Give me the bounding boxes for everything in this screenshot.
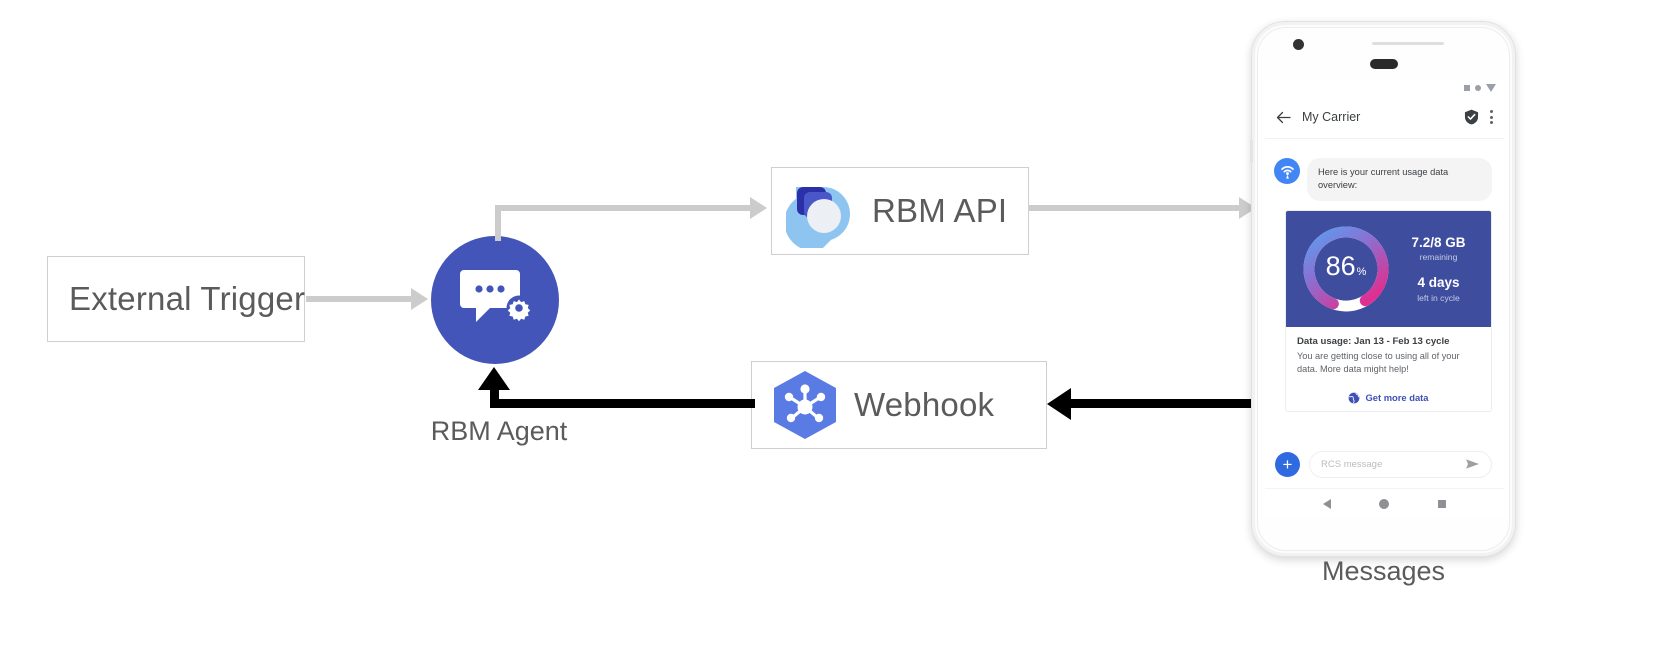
avatar [1274, 158, 1300, 184]
phone-device: My Carrier [1250, 21, 1516, 557]
card-hero: 86 % 7.2/8 GB remaining 4 days left in c… [1286, 210, 1491, 327]
arrow-api-to-phone-line [1029, 205, 1239, 211]
stat-data-secondary: remaining [1419, 252, 1458, 263]
phone-camera-icon [1293, 39, 1304, 50]
arrow-webhook-to-agent-head [478, 367, 510, 390]
node-external-trigger[interactable]: External Trigger [47, 256, 305, 342]
android-navigation-bar [1265, 488, 1504, 518]
webhook-hexagon-icon [774, 371, 836, 439]
conversation-area: Here is your current usage data overview… [1265, 142, 1504, 412]
message-row: Here is your current usage data overview… [1265, 142, 1504, 201]
intro-message-bubble: Here is your current usage data overview… [1307, 158, 1492, 201]
cell-tower-icon [1280, 165, 1294, 179]
header-divider [1265, 138, 1504, 139]
overflow-menu-icon[interactable] [1490, 110, 1493, 124]
arrow-trigger-to-agent-line [306, 296, 411, 302]
card-title: Data usage: Jan 13 - Feb 13 cycle [1297, 335, 1450, 347]
phone-earpiece [1370, 59, 1398, 69]
webhook-label: Webhook [854, 386, 995, 423]
app-header: My Carrier [1265, 96, 1504, 138]
rbm-api-droplet-icon [786, 187, 850, 248]
send-icon[interactable] [1465, 458, 1480, 470]
arrow-trigger-to-agent-head [411, 288, 428, 310]
nav-home-icon[interactable] [1379, 498, 1390, 509]
messages-label: Messages [1321, 556, 1446, 586]
rich-card[interactable]: 86 % 7.2/8 GB remaining 4 days left in c… [1285, 209, 1492, 412]
chat-gear-icon [460, 270, 532, 322]
message-input[interactable]: RCS message [1309, 450, 1492, 478]
gauge-unit: % [1356, 265, 1367, 278]
square-icon [1464, 85, 1470, 91]
stat-days-primary: 4 days [1417, 275, 1460, 291]
arrow-phone-to-webhook-head [1047, 388, 1071, 420]
get-more-data-label: Get more data [1365, 392, 1429, 404]
back-arrow-icon[interactable] [1276, 111, 1291, 124]
message-composer: + RCS message [1265, 440, 1504, 488]
phone-screen: My Carrier [1265, 80, 1504, 518]
card-body: Data usage: Jan 13 - Feb 13 cycle You ar… [1286, 327, 1491, 383]
stat-data-primary: 7.2/8 GB [1411, 235, 1466, 251]
verified-shield-icon [1464, 109, 1479, 125]
gauge-ring [1303, 226, 1389, 312]
gauge-center-value: 86 % [1296, 219, 1396, 319]
app-title: My Carrier [1302, 110, 1361, 124]
card-description: You are getting close to using all of yo… [1297, 350, 1460, 375]
external-trigger-label: External Trigger [69, 280, 306, 317]
arrow-agent-to-api-horizontal [495, 205, 750, 211]
usage-gauge: 86 % [1296, 219, 1396, 319]
stat-days-secondary: left in cycle [1417, 292, 1460, 303]
node-webhook[interactable]: Webhook [751, 361, 1047, 449]
rbm-agent-label: RBM Agent [430, 416, 568, 446]
nav-back-icon[interactable] [1323, 498, 1332, 509]
arrow-agent-to-api-vertical [495, 211, 501, 241]
node-rbm-api[interactable]: RBM API [771, 167, 1029, 255]
phone-speaker-slot [1372, 42, 1444, 45]
add-attachment-button[interactable]: + [1275, 451, 1300, 477]
get-more-data-button[interactable]: Get more data [1286, 383, 1491, 411]
globe-icon [1349, 392, 1360, 404]
gauge-value: 86 [1325, 250, 1356, 281]
arrow-webhook-to-agent-vertical [490, 390, 499, 408]
node-rbm-agent[interactable] [431, 236, 559, 364]
phone-side-button[interactable] [1250, 140, 1253, 162]
triangle-icon [1486, 84, 1496, 92]
rbm-api-label: RBM API [872, 192, 1008, 229]
arrow-webhook-to-agent-horizontal [490, 399, 755, 408]
circle-icon [1475, 85, 1481, 91]
message-placeholder: RCS message [1321, 458, 1383, 470]
arrow-phone-to-webhook-line [1071, 399, 1256, 408]
arrow-agent-to-api-head [750, 197, 767, 219]
status-bar [1464, 80, 1496, 96]
nav-recents-icon[interactable] [1437, 499, 1446, 508]
hero-stats: 7.2/8 GB remaining 4 days left in cycle [1396, 235, 1485, 302]
